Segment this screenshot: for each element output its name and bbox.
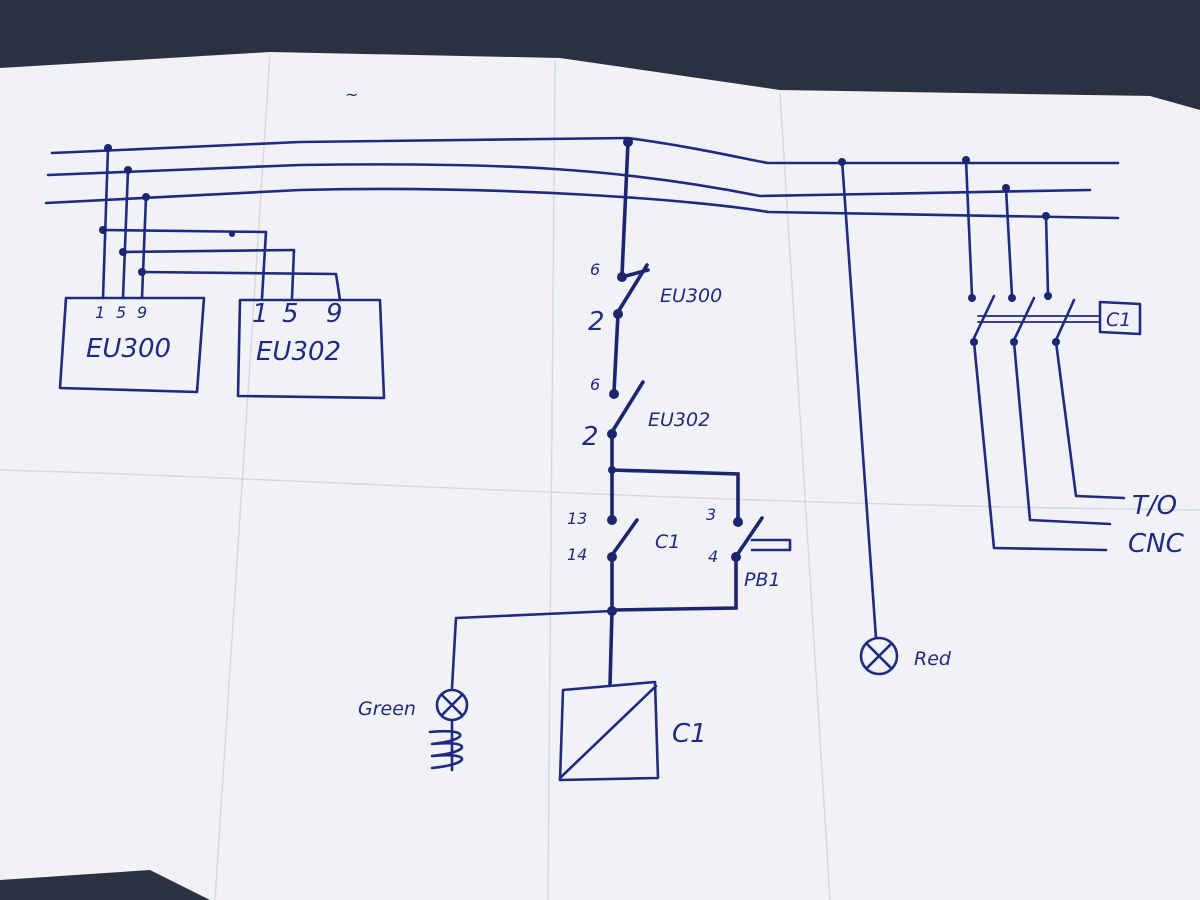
margin-mark: ~ xyxy=(345,85,358,104)
output-label-cnc: CNC xyxy=(1128,529,1185,559)
green-lamp-label: Green xyxy=(358,698,416,720)
coil-c1-label: C1 xyxy=(672,719,707,749)
red-lamp: Red xyxy=(838,158,952,676)
paper-fold-vertical xyxy=(547,59,556,900)
eu300-contact-bottom: 2 xyxy=(588,307,605,337)
eu302-contact-bottom: 2 xyxy=(582,422,599,452)
eu302-terminal-5: 5 xyxy=(282,299,299,329)
eu300-box-label: EU300 xyxy=(86,334,171,364)
eu302-box: 1 5 9 EU302 xyxy=(236,298,386,400)
eu302-terminal-9: 9 xyxy=(326,299,343,329)
pb1-top: 3 xyxy=(706,505,716,524)
eu300-terminal-5: 5 xyxy=(116,303,126,322)
coil-c1: C1 xyxy=(558,680,707,782)
paper-fold-left xyxy=(214,53,271,900)
eu300-terminal-9: 9 xyxy=(137,303,147,322)
eu302-contact-label: EU302 xyxy=(648,409,710,431)
eu300-box: 1 5 9 EU300 xyxy=(58,296,206,394)
power-contactor-label: C1 xyxy=(1106,309,1131,331)
control-ladder xyxy=(450,137,792,690)
paper-sheet xyxy=(0,52,1200,900)
c1-contact-top: 13 xyxy=(567,509,587,528)
eu300-terminal-1: 1 xyxy=(95,303,105,322)
source-wiring xyxy=(101,146,342,302)
red-lamp-label: Red xyxy=(914,648,952,670)
paper-fold-horizontal xyxy=(0,469,1200,511)
power-contactor: C1 T/O CNC xyxy=(962,156,1185,559)
eu302-box-label: EU302 xyxy=(256,337,341,367)
c1-contact-bottom: 14 xyxy=(567,545,587,564)
paper-fold-right xyxy=(779,91,831,900)
eu300-contact-top: 6 xyxy=(590,260,600,279)
pb1-label: PB1 xyxy=(744,569,781,591)
pb1-bottom: 4 xyxy=(708,547,718,566)
green-lamp: Green xyxy=(358,688,469,772)
eu300-contact-label: EU300 xyxy=(660,285,722,307)
output-label-to: T/O xyxy=(1132,491,1177,521)
eu302-contact-top: 6 xyxy=(590,375,600,394)
eu302-terminal-1: 1 xyxy=(252,299,269,329)
c1-contact-label: C1 xyxy=(655,531,680,553)
